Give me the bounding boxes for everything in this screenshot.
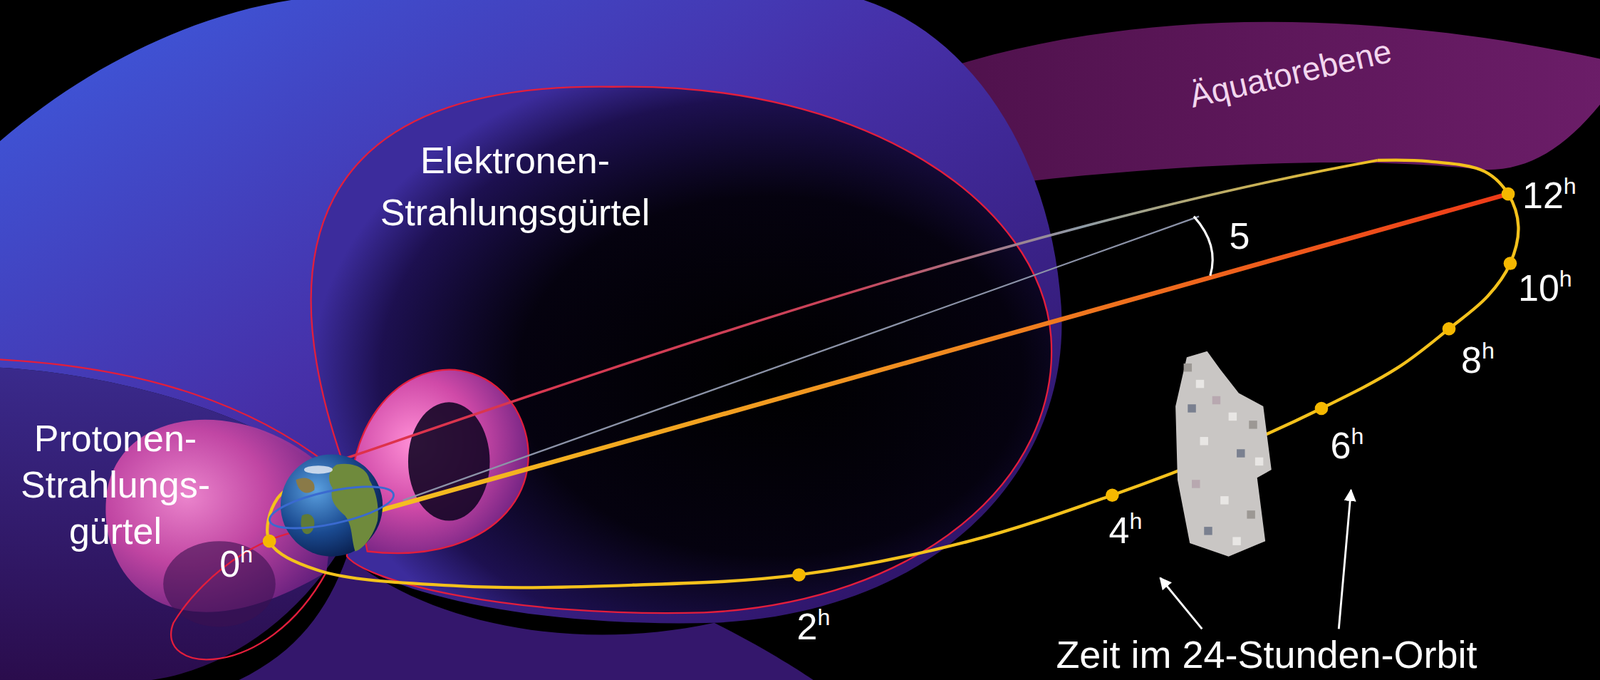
earth-globe [280, 453, 383, 556]
satellite-pixel [1246, 510, 1255, 518]
time-value: 10 [1518, 267, 1560, 309]
time-label: 10h [1518, 267, 1573, 310]
satellite-pixel [1187, 403, 1196, 412]
earth [266, 453, 397, 556]
time-dot [1501, 187, 1516, 201]
caption-note: Zeit im 24-Stunden-Orbit [1055, 631, 1477, 677]
pointer-arrow [1160, 577, 1203, 630]
satellite-pixel [1196, 379, 1204, 388]
satellite-pixel [1200, 436, 1209, 445]
satellite [1175, 351, 1272, 557]
time-dots [262, 187, 1517, 582]
time-unit: h [1563, 173, 1577, 199]
plane-line [403, 216, 1199, 501]
time-unit: h [240, 541, 253, 568]
plane-label: Äquatorebene [1186, 32, 1396, 116]
time-dot [1442, 321, 1457, 336]
satellite-pixel [1232, 536, 1241, 545]
time-label: 6h [1330, 424, 1365, 468]
time-label: 8h [1461, 339, 1495, 382]
time-value: 0 [219, 542, 241, 585]
angle-label: 5 [1229, 215, 1251, 258]
earth-land [300, 513, 315, 534]
satellite-pixel [1203, 526, 1212, 535]
earth-land [329, 463, 379, 552]
proton-belt-hole [408, 401, 491, 521]
satellite-pixel [1212, 396, 1221, 404]
pointer-arrow [1338, 490, 1351, 630]
earth-cloud [304, 465, 333, 474]
time-dot [1105, 487, 1120, 502]
belt-label: Protonen- Strahlungs- gürtel [20, 415, 211, 555]
time-value: 12 [1522, 174, 1564, 216]
time-unit: h [1481, 337, 1495, 364]
satellite-pixel [1255, 457, 1264, 466]
angle-arc [1193, 216, 1213, 276]
satellite-pixel [1183, 363, 1192, 372]
time-value: 8 [1461, 339, 1482, 381]
time-dot [1315, 401, 1329, 416]
time-label: 12h [1522, 174, 1577, 218]
satellite-body [1175, 351, 1272, 557]
time-unit: h [1559, 265, 1573, 292]
proton-belt-right [351, 369, 529, 553]
time-unit: h [1350, 423, 1364, 449]
electron-belt-inner [311, 86, 1052, 614]
time-dot [792, 567, 806, 582]
time-dot [1503, 256, 1518, 270]
time-label: 0h [219, 542, 253, 586]
time-unit: h [817, 604, 830, 630]
apsides-line [379, 193, 1509, 511]
satellite-pixel [1248, 420, 1257, 429]
time-label: 2h [797, 605, 831, 649]
time-label: 4h [1109, 509, 1143, 553]
time-dot [262, 534, 277, 548]
satellite-pixel [1228, 412, 1237, 421]
earth-ring [266, 478, 397, 537]
satellite-pixel [1220, 495, 1229, 504]
belt-label: Elektronen- Strahlungsgürtel [380, 134, 651, 239]
time-value: 6 [1330, 424, 1352, 466]
time-unit: h [1129, 507, 1142, 534]
satellite-pixel [1236, 448, 1245, 457]
earth-land [295, 477, 315, 493]
time-value: 2 [797, 605, 818, 647]
time-value: 4 [1109, 509, 1130, 551]
electron-belt [0, 0, 1062, 623]
satellite-pixel [1191, 479, 1200, 488]
